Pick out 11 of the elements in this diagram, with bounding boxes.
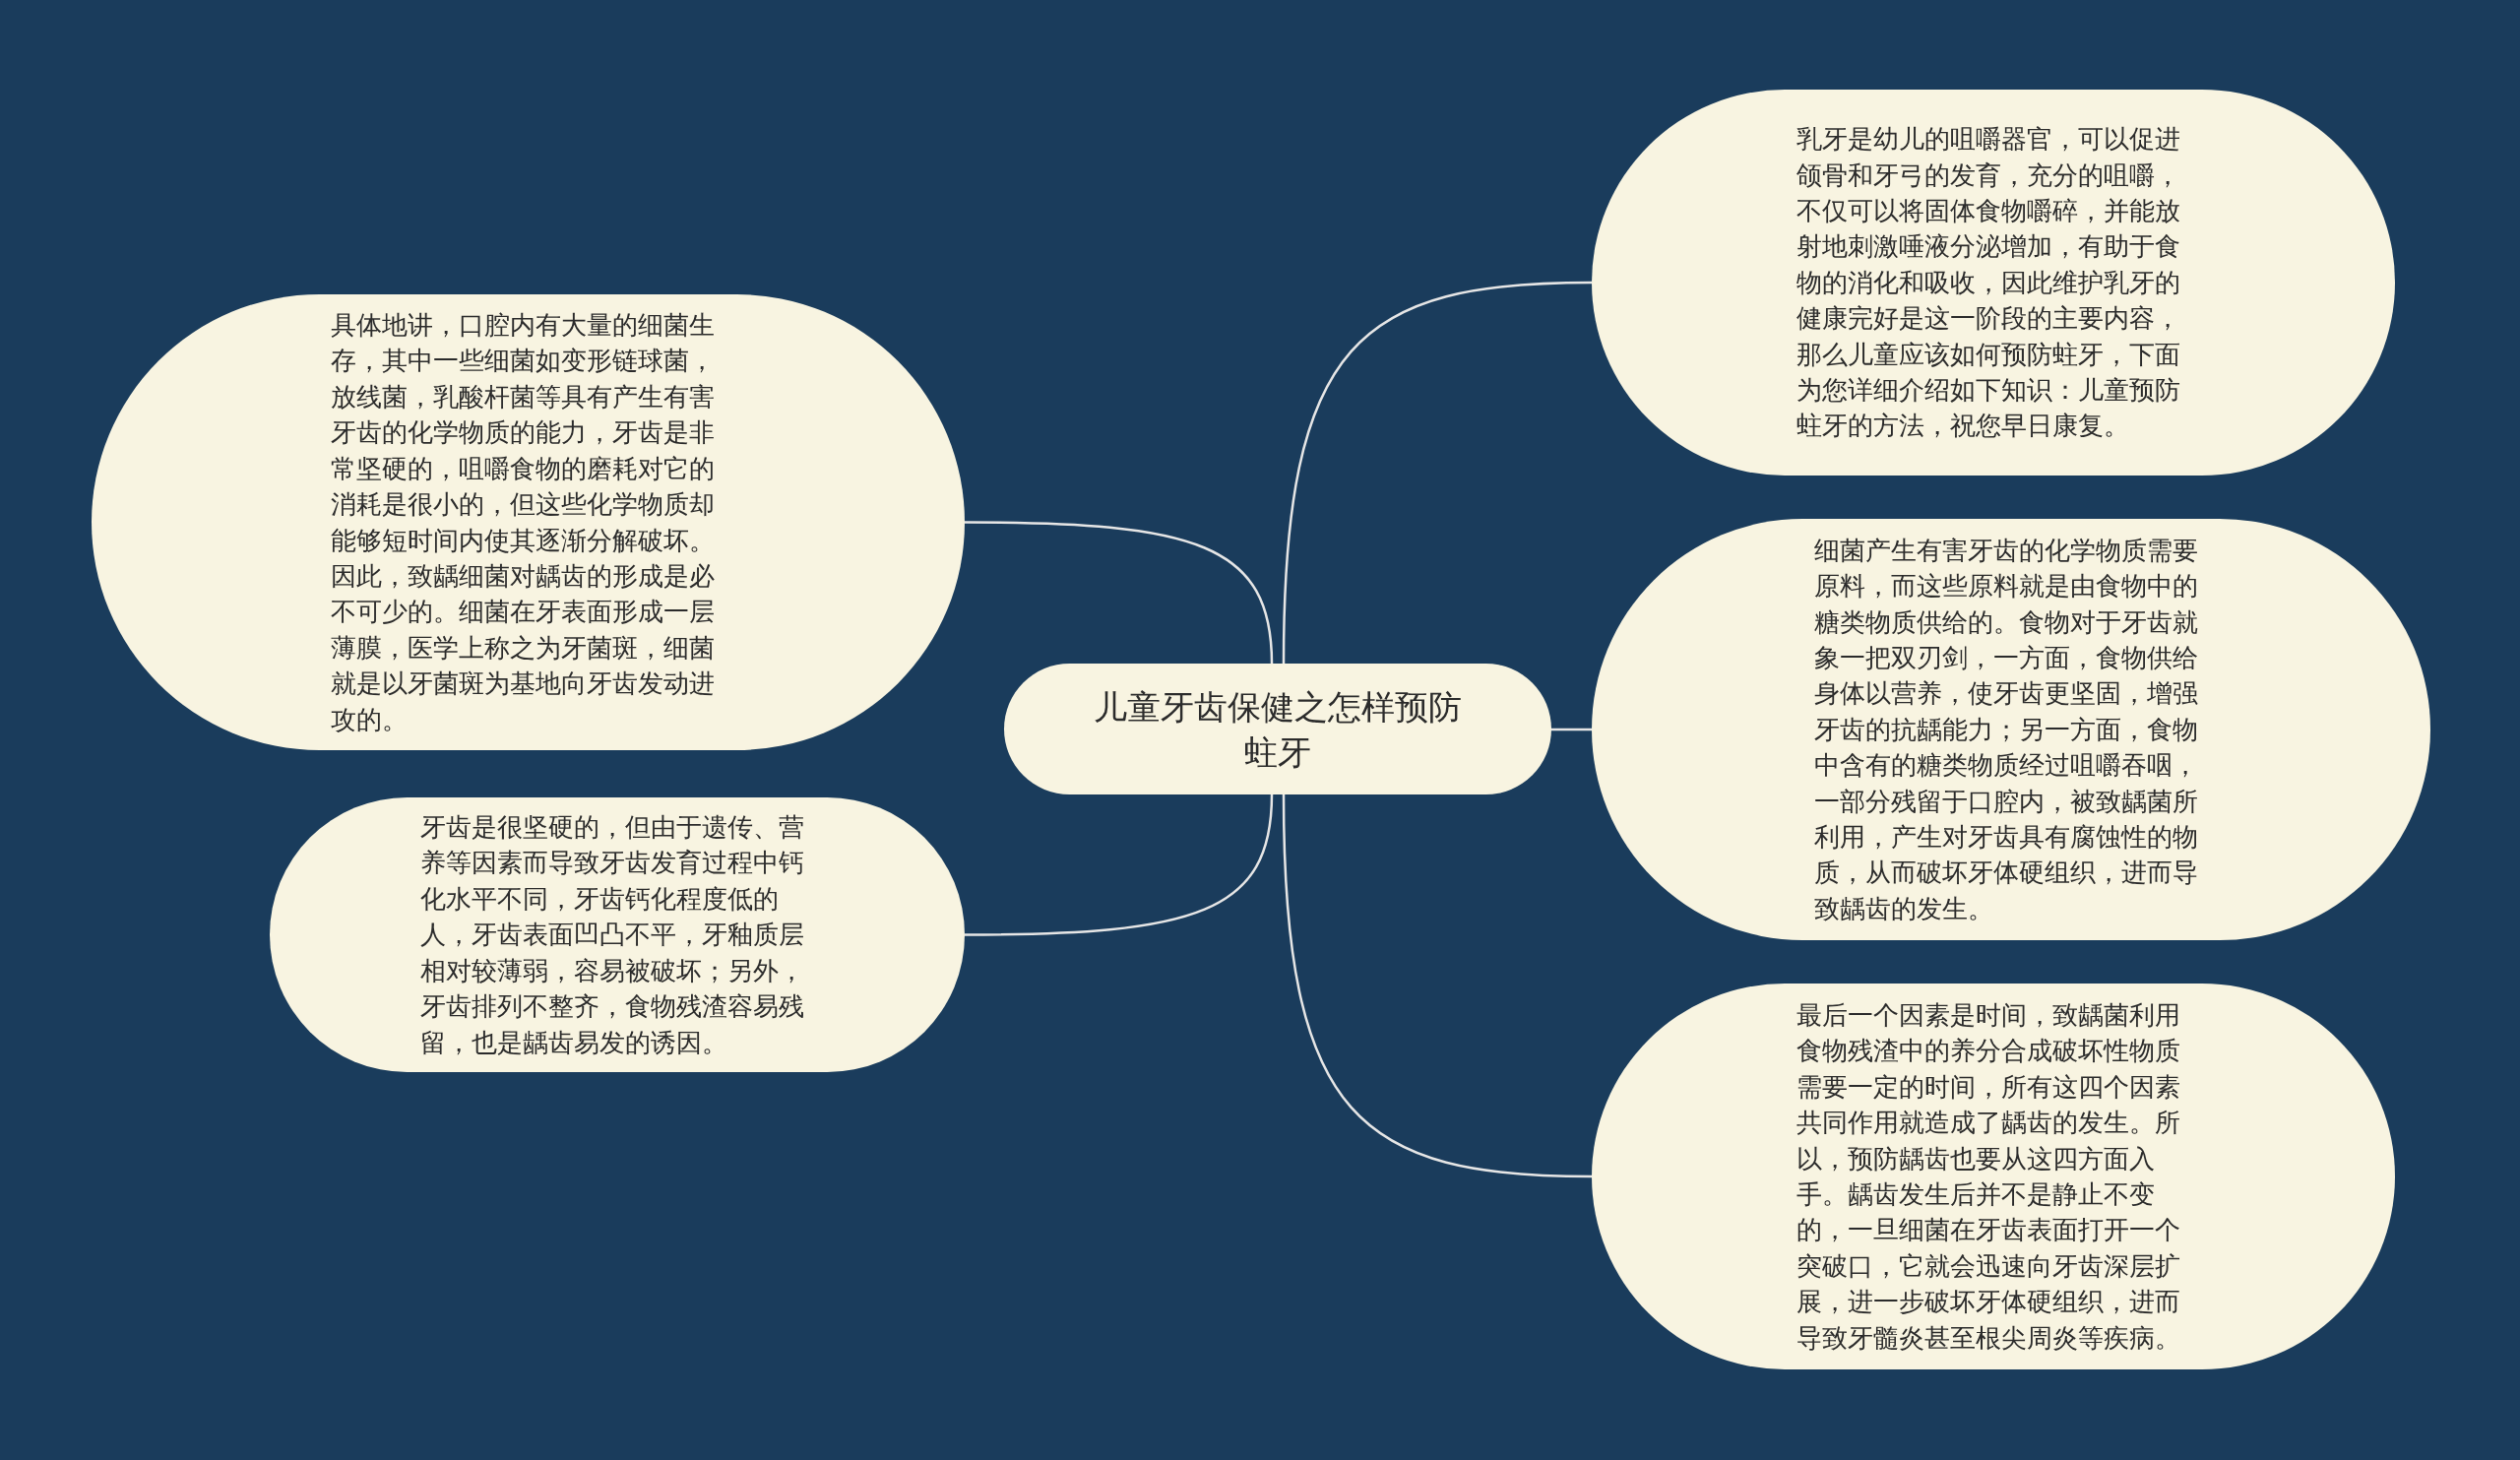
- topic-text: 乳牙是幼儿的咀嚼器官，可以促进颌骨和牙弓的发育，充分的咀嚼，不仅可以将固体食物嚼碎，并能放射地刺激唾液分泌增加，有助于食物的消化和吸收，因此维护乳牙的健康完好是这一阶段的主要内容，那么儿童应该如何预防蛀牙，下面为您详细介绍如下知识：儿童预防蛀牙的方法，祝您早日康复。: [1796, 123, 2181, 443]
- connector-line: [965, 793, 1274, 936]
- connector-line: [1282, 793, 1593, 1178]
- topic-text: 最后一个因素是时间，致龋菌利用食物残渣中的养分合成破坏性物质需要一定的时间，所有这四个因素共同作用就造成了龋齿的发生。所以，预防龋齿也要从这四方面入手。龋齿发生后并不是静止不变的，一旦细菌在牙齿表面打开一个突破口，它就会迅速向牙齿深层扩展，进一步破坏牙体硬组织，进而导致牙髓炎甚至根尖周炎等疾病。: [1796, 998, 2181, 1355]
- connector-line: [1551, 728, 1592, 731]
- topic-text: 细菌产生有害牙齿的化学物质需要原料，而这些原料就是由食物中的糖类物质供给的。食物对于牙齿就象一把双刃剑，一方面，食物供给身体以营养，使牙齿更坚固，增强牙齿的抗龋能力；另一方面，食物中含有的糖类物质经过咀嚼吞咽，一部分残留于口腔内，被致龋菌所利用，产生对牙齿具有腐蚀性的物质，从而破坏牙体硬组织，进而导致龋齿的发生。: [1813, 534, 2199, 925]
- connector-line: [1282, 281, 1593, 665]
- topic-text: 牙齿是很坚硬的，但由于遗传、营养等因素而导致牙齿发育过程中钙化水平不同，牙齿钙化程度低的人，牙齿表面凹凸不平，牙釉质层相对较薄弱，容易被破坏；另外，牙齿排列不整齐，食物残渣容易残留，也是龋齿易发的诱因。: [419, 811, 805, 1059]
- topic-title: 儿童牙齿保健之怎样预防蛀牙: [1093, 685, 1463, 774]
- topic-text: 具体地讲，口腔内有大量的细菌生存，其中一些细菌如变形链球菌，放线菌，乳酸杆菌等具有产生有害牙齿的化学物质的能力，牙齿是非常坚硬的，咀嚼食物的磨耗对它的消耗是很小的，但这些化学物质却能够短时间内使其逐渐分解破坏。因此，致龋细菌对龋齿的形成是必不可少的。细菌在牙表面形成一层薄膜，医学上称之为牙菌斑，细菌就是以牙菌斑为基地向牙齿发动进攻的。: [331, 309, 717, 736]
- connector-line: [965, 521, 1274, 665]
